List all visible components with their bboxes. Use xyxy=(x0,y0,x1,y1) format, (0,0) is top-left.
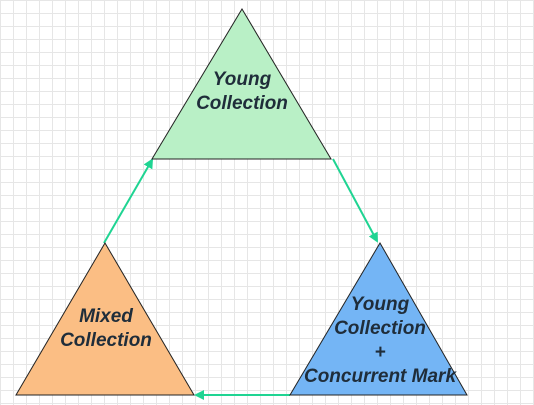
young-concurrent-label-line3: + xyxy=(374,342,385,363)
triangle-young-collection xyxy=(151,8,332,160)
triangle-mixed-collection xyxy=(15,242,195,396)
young-concurrent-label-line1: Young xyxy=(351,294,410,315)
arrow-young-to-concurrent xyxy=(332,158,378,243)
triangle-young-concurrent-mark xyxy=(289,242,468,396)
node-mixed-collection: Mixed Collection xyxy=(15,242,195,396)
young-concurrent-label-line2: Collection xyxy=(334,318,426,339)
mixed-collection-label-line1: Mixed xyxy=(79,306,133,327)
young-collection-label-line2: Collection xyxy=(196,93,288,114)
mixed-collection-label-line2: Collection xyxy=(60,330,152,351)
node-young-collection: Young Collection xyxy=(151,8,332,160)
arrow-mixed-to-young xyxy=(103,158,154,244)
young-collection-label-line1: Young xyxy=(213,69,272,90)
node-young-concurrent-mark: Young Collection + Concurrent Mark xyxy=(289,242,468,396)
young-concurrent-label-line4: Concurrent Mark xyxy=(304,366,457,387)
